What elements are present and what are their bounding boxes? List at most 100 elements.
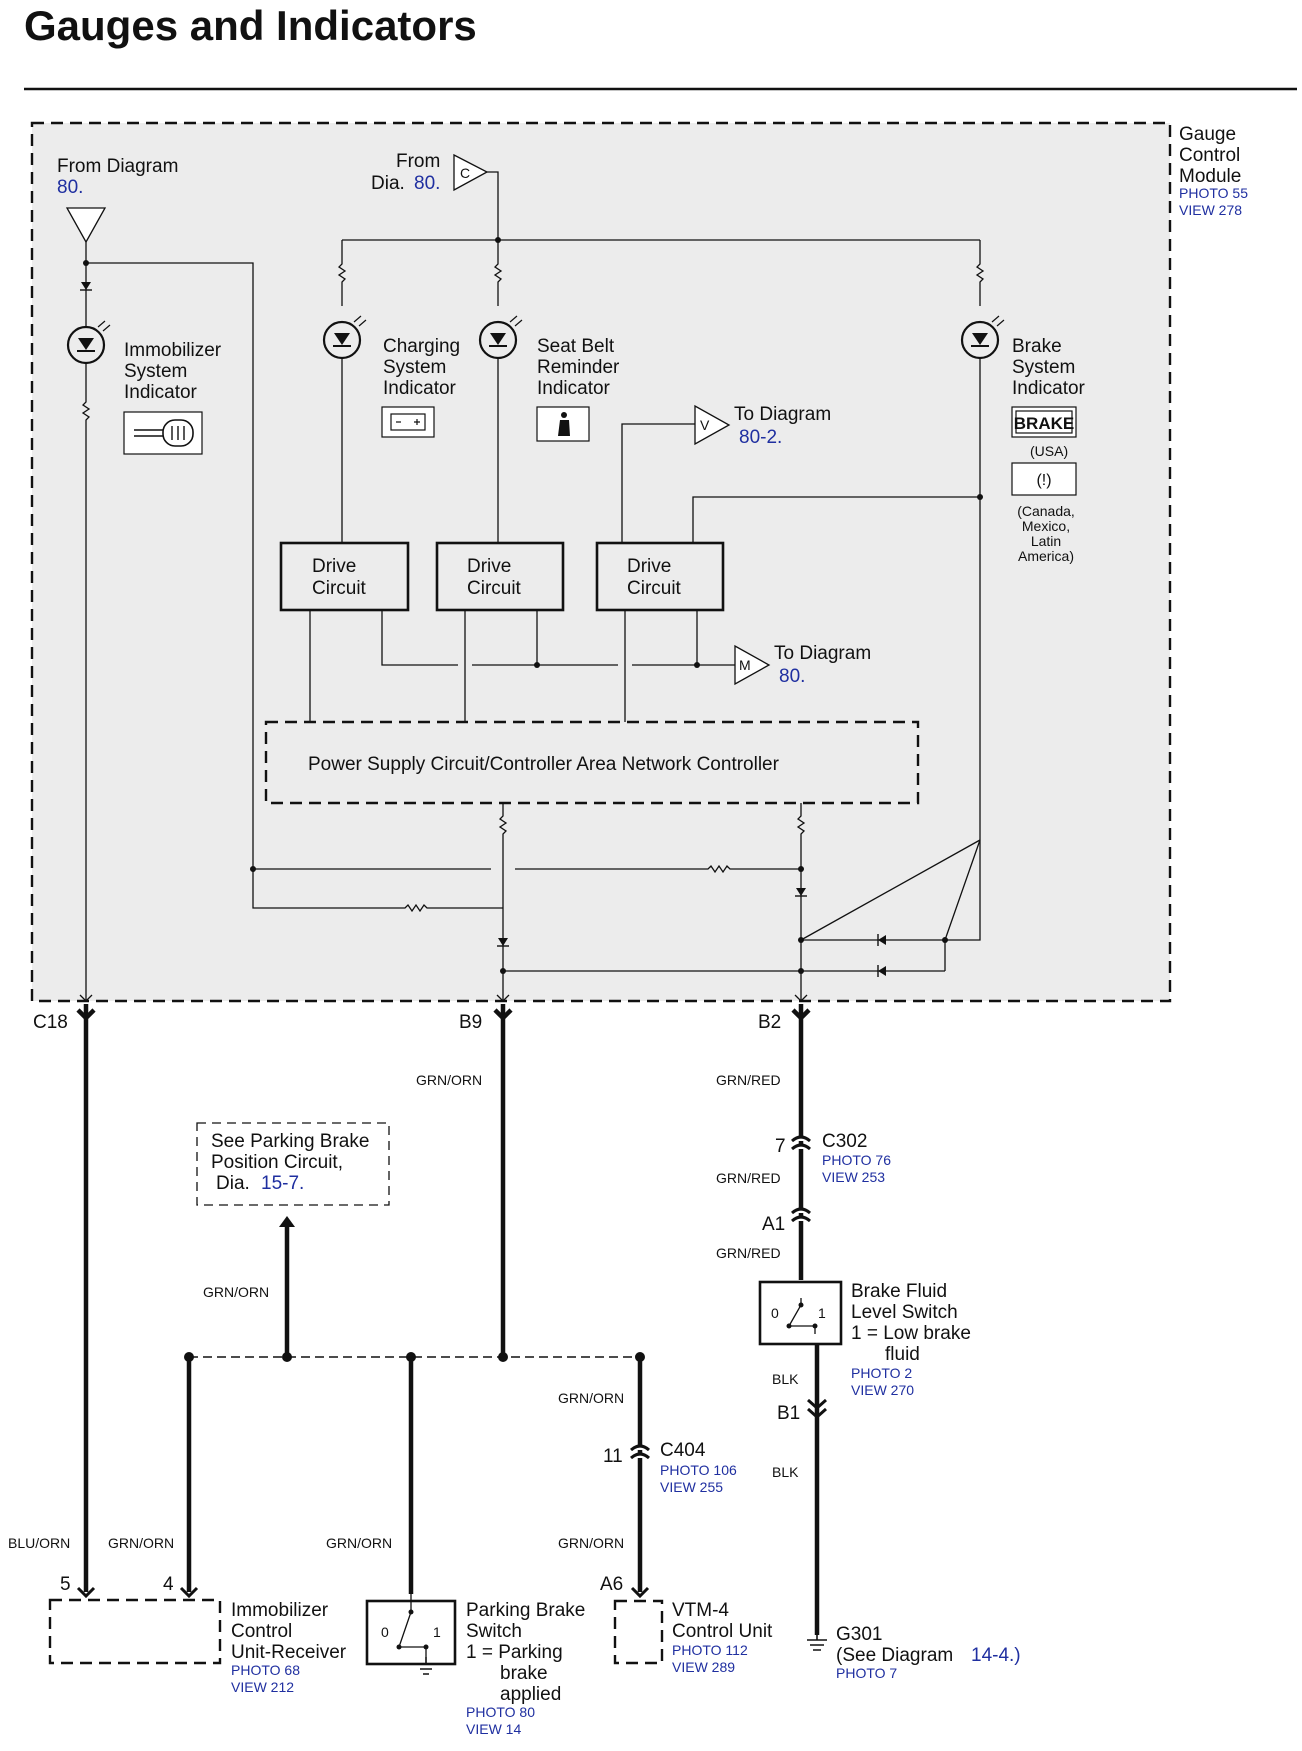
a6-label: A6 <box>600 1574 623 1595</box>
wire-label-c404-out: GRN/ORN <box>558 1535 624 1551</box>
resistor-brake <box>975 240 985 306</box>
from-dia-top-prefix: Dia. <box>371 173 405 194</box>
brake-fluid-dot-a <box>798 1302 804 1308</box>
receiver-line3: Unit-Receiver <box>231 1642 347 1663</box>
wire-label-parking-up: GRN/ORN <box>203 1284 269 1300</box>
parking-switch-dot-b <box>396 1644 402 1650</box>
receiver-view[interactable]: VIEW 212 <box>231 1679 294 1695</box>
c404-name: C404 <box>660 1440 706 1461</box>
ground-ref[interactable]: 14-4.) <box>971 1645 1021 1666</box>
connector-b9-label: B9 <box>459 1012 482 1033</box>
battery-icon <box>381 406 435 438</box>
parking-switch-line1: Parking Brake <box>466 1600 585 1621</box>
from-diagram-left-arrow <box>65 207 107 244</box>
led-seatbelt <box>478 315 523 360</box>
wire-brake-drive <box>692 496 980 543</box>
brake-intl-note-4: America) <box>1018 548 1074 564</box>
immobilizer-receiver-box[interactable] <box>48 1598 222 1665</box>
brake-fluid-line3: 1 = Low brake <box>851 1323 971 1344</box>
c302-view[interactable]: VIEW 253 <box>822 1169 885 1185</box>
junction-cross-b <box>798 866 804 872</box>
brake-fluid-pos1: 1 <box>818 1305 826 1321</box>
brake-fluid-dot-b <box>786 1323 792 1329</box>
from-diagram-left-ref[interactable]: 80. <box>57 177 83 198</box>
parking-note-ref[interactable]: 15-7. <box>261 1173 304 1194</box>
brake-intl-note-3: Latin <box>1031 533 1061 549</box>
brake-usa-note: (USA) <box>1030 443 1068 459</box>
terminal-b9 <box>496 994 510 1002</box>
vtm4-box[interactable] <box>613 1599 664 1665</box>
vtm4-view[interactable]: VIEW 289 <box>672 1659 735 1675</box>
seatbelt-label-1: Seat Belt <box>537 336 615 357</box>
to-diagram-v-ref[interactable]: 80-2. <box>739 427 782 448</box>
receiver-line1: Immobilizer <box>231 1600 329 1621</box>
parking-switch-dot-c <box>423 1644 429 1650</box>
wire-brake-diode-upper <box>801 840 981 941</box>
diode-b2 <box>796 888 806 896</box>
wire-immobilizer-down <box>81 363 91 1000</box>
immobilizer-label-3: Indicator <box>124 382 198 403</box>
wire-label-c302-out: GRN/RED <box>716 1170 781 1186</box>
parking-switch-line5: applied <box>500 1684 561 1705</box>
socket-b9 <box>493 1008 513 1022</box>
socket-c18 <box>76 1008 96 1022</box>
wire-ps-b9 <box>498 803 508 1000</box>
brake-fluid-line4: fluid <box>885 1344 920 1365</box>
resistor-charging <box>337 240 347 306</box>
drive-circuit-1-line2: Circuit <box>312 578 367 599</box>
to-diagram-m-ref[interactable]: 80. <box>779 666 805 687</box>
parking-switch-view[interactable]: VIEW 14 <box>466 1721 521 1737</box>
from-dia-top-ref[interactable]: 80. <box>414 173 440 194</box>
parking-switch-line4: brake <box>500 1663 548 1684</box>
wire-c-feed <box>487 171 499 240</box>
ground-name: G301 <box>836 1624 882 1645</box>
wire-cross-upper <box>253 864 801 874</box>
parking-switch-contact <box>398 1594 427 1657</box>
to-diagram-v-label: To Diagram <box>734 404 831 425</box>
diode-b9 <box>498 938 508 946</box>
drive-circuit-1-line1: Drive <box>312 556 356 577</box>
c302-photo[interactable]: PHOTO 76 <box>822 1152 891 1168</box>
wire-immobilizer-branch <box>86 262 254 870</box>
receiver-line2: Control <box>231 1621 292 1642</box>
drive-circuit-2-line1: Drive <box>467 556 511 577</box>
module-photo[interactable]: PHOTO 55 <box>1179 185 1248 201</box>
drive-circuit-3-line2: Circuit <box>627 578 682 599</box>
brake-fluid-view[interactable]: VIEW 270 <box>851 1382 914 1398</box>
connector-m-arrow <box>734 644 771 686</box>
wire-label-grn-orn-4: GRN/ORN <box>108 1535 174 1551</box>
gauge-control-module-box <box>30 121 1172 1003</box>
module-view[interactable]: VIEW 278 <box>1179 202 1242 218</box>
connector-v-marker: V <box>700 417 710 433</box>
parking-switch-photo[interactable]: PHOTO 80 <box>466 1704 535 1720</box>
connector-v-arrow <box>694 404 731 446</box>
c404-view[interactable]: VIEW 255 <box>660 1479 723 1495</box>
connector-c302-symbol <box>791 1135 811 1151</box>
connector-b2-label: B2 <box>758 1012 781 1033</box>
wire-label-b2: GRN/RED <box>716 1072 781 1088</box>
c404-photo[interactable]: PHOTO 106 <box>660 1462 737 1478</box>
receiver-photo[interactable]: PHOTO 68 <box>231 1662 300 1678</box>
wire-label-blu-orn: BLU/ORN <box>8 1535 70 1551</box>
brake-intl-icon <box>1011 462 1077 496</box>
ground-photo[interactable]: PHOTO 7 <box>836 1665 897 1681</box>
brake-fluid-photo[interactable]: PHOTO 2 <box>851 1365 912 1381</box>
parking-note-box <box>196 1122 390 1206</box>
charging-label-3: Indicator <box>383 378 457 399</box>
brake-fluid-line1: Brake Fluid <box>851 1281 947 1302</box>
wire-cross-lower <box>252 870 503 913</box>
drive-circuit-3-line1: Drive <box>627 556 671 577</box>
diode-immobilizer <box>81 282 91 290</box>
from-dia-top-label: From <box>396 151 440 172</box>
vtm4-photo[interactable]: PHOTO 112 <box>672 1642 748 1658</box>
to-diagram-m-label: To Diagram <box>774 643 871 664</box>
pin5-label: 5 <box>60 1574 71 1595</box>
connector-b1-symbol <box>807 1398 827 1420</box>
page-title: Gauges and Indicators <box>24 2 477 49</box>
wire-m-bus <box>381 610 735 666</box>
connector-c-marker: C <box>460 165 470 181</box>
wire-label-b9: GRN/ORN <box>416 1072 482 1088</box>
brake-fluid-switch-box[interactable] <box>758 1280 843 1346</box>
brake-intl-note-2: Mexico, <box>1022 518 1070 534</box>
brake-intl-note-1: (Canada, <box>1017 503 1075 519</box>
